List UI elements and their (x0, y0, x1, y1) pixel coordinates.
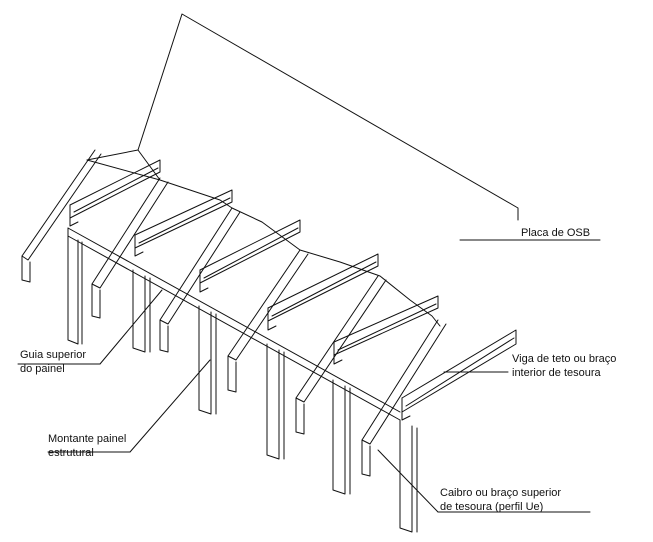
ceiling-joist (267, 253, 379, 331)
ceiling-joist (69, 159, 161, 227)
label-caibro-line2: de tesoura (perfil Ue) (440, 501, 543, 513)
rafter (91, 177, 169, 319)
ceiling-joist (199, 219, 301, 293)
label-viga-line2: interior de tesoura (512, 367, 602, 379)
label-osb-text: Placa de OSB (521, 227, 590, 239)
rafter (159, 207, 241, 353)
stud (332, 379, 351, 495)
rafter (227, 249, 309, 393)
label-guia-line1: Guia superior (20, 349, 86, 361)
studs (67, 235, 418, 533)
ceiling-joist (134, 189, 233, 257)
osb-board (86, 13, 519, 221)
rafter (21, 149, 102, 283)
label-caibro-line1: Caibro ou braço superior (440, 487, 561, 499)
rafters (21, 149, 447, 477)
label-viga-line1: Viga de teto ou braço (512, 353, 616, 365)
label-montante-line2: estrutural (48, 447, 94, 459)
label-viga: Viga de teto ou braço interior de tesour… (512, 353, 616, 379)
ceiling-joist (333, 295, 439, 365)
stud (132, 269, 151, 353)
ceiling-joists (69, 159, 517, 421)
stud (266, 343, 285, 460)
rafter (295, 275, 387, 435)
stud (198, 305, 217, 415)
label-montante: Montante painel estrutural (48, 433, 126, 459)
ceiling-joist-front (401, 329, 517, 421)
label-montante-line1: Montante painel (48, 433, 126, 445)
label-osb: Placa de OSB (521, 227, 590, 239)
label-guia: Guia superior do painel (20, 349, 86, 375)
label-guia-line2: do painel (20, 363, 65, 375)
stud (399, 419, 418, 533)
rafter (361, 319, 447, 477)
leader-lines (17, 239, 601, 513)
stud (67, 235, 83, 345)
label-caibro: Caibro ou braço superior de tesoura (per… (440, 487, 561, 513)
